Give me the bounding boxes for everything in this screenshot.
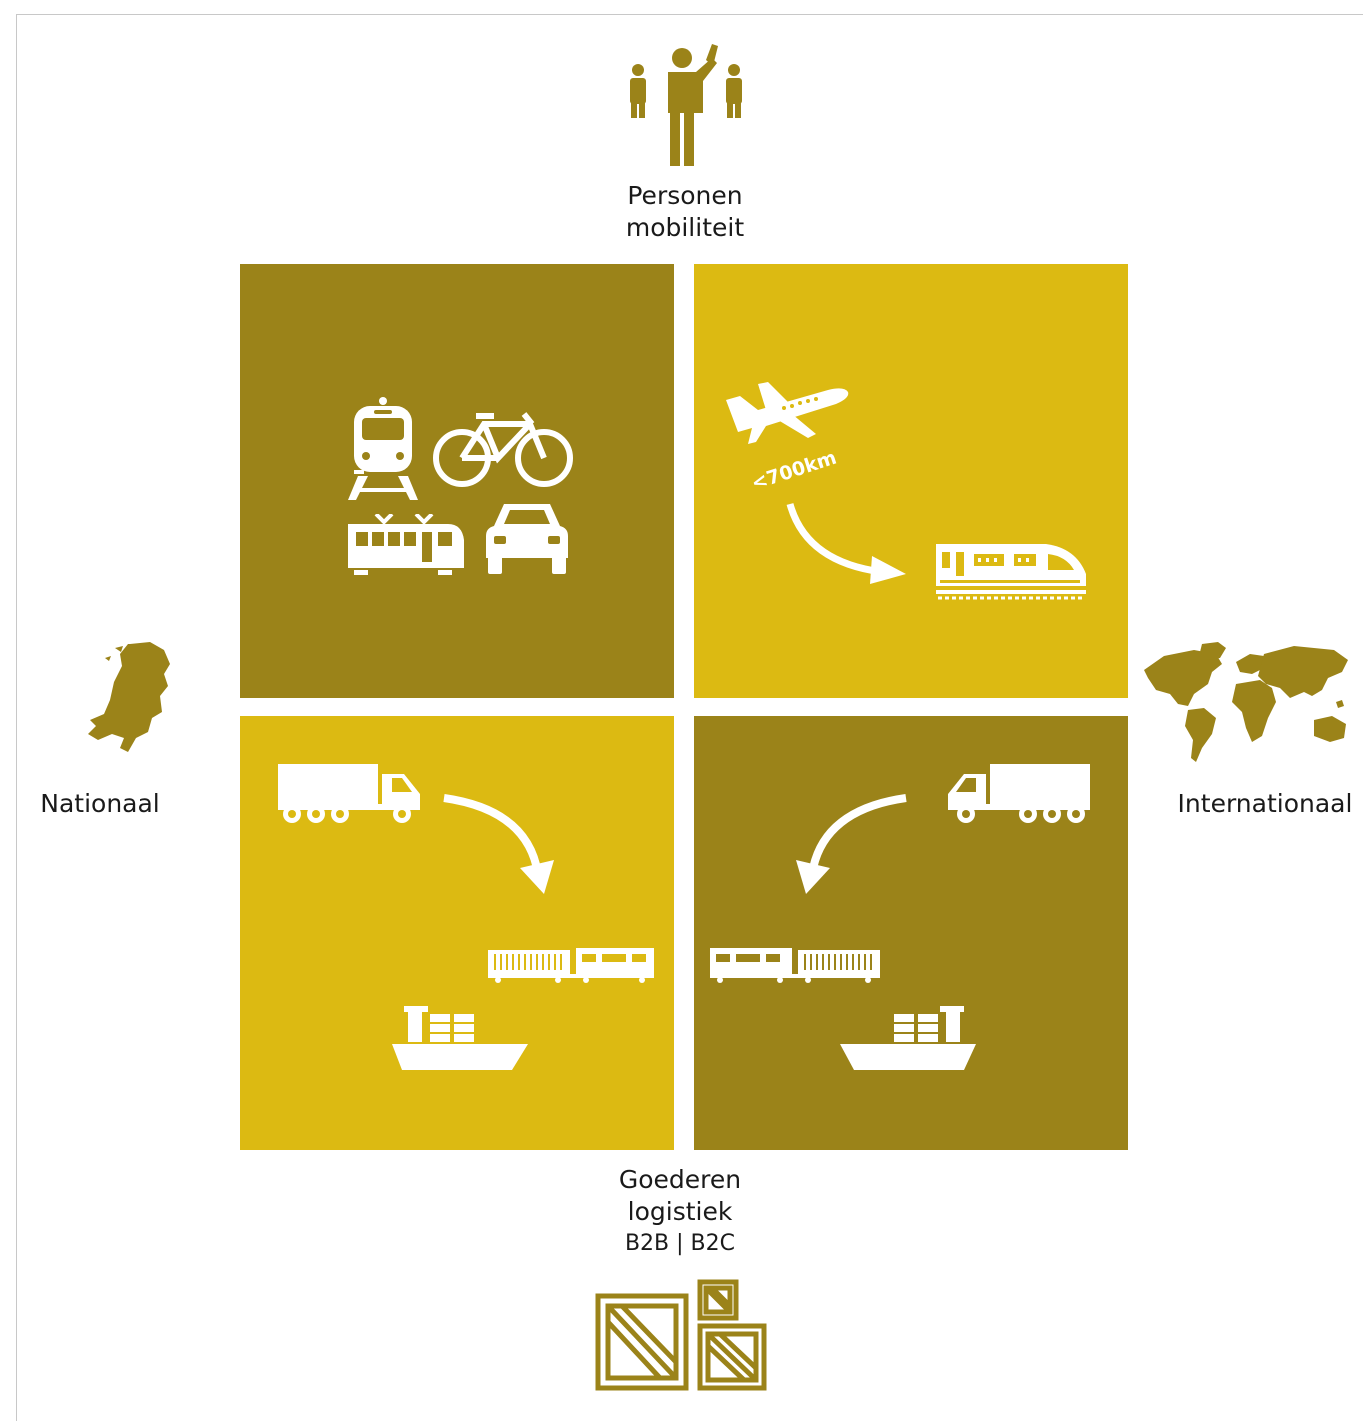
top-label-line2: mobiliteit [625,213,745,242]
quadrant-national-passenger [240,264,674,698]
truck-icon [276,762,424,824]
freight-train-icon-international [708,944,884,984]
top-label-line1: Personen [627,181,743,210]
ship-icon [390,1002,530,1072]
ship-icon-international [838,1002,978,1072]
bottom-label-line1: Goederen [618,1165,742,1194]
airplane-icon [722,382,852,444]
quadrant-international-passenger: <700km [694,264,1128,698]
distance-label: <700km [749,447,840,495]
car-icon [480,500,574,576]
quadrant-international-freight [694,716,1128,1150]
bottom-label-line2: logistiek [627,1197,733,1226]
distance-arrow: <700km [746,444,916,584]
right-label: Internationaal [1177,789,1353,818]
quadrant-national-freight [240,716,674,1150]
curved-arrow-icon-international [790,786,910,896]
world-map-icon [1140,640,1355,765]
curved-arrow-icon [440,786,560,896]
bottom-label-line3: B2B | B2C [624,1231,736,1256]
left-label: Nationaal [40,789,160,818]
tram-icon [346,514,466,576]
bottom-label: Goederen logistiek B2B | B2C [580,1164,780,1260]
truck-icon-international [944,762,1092,824]
freight-train-icon [486,944,662,984]
netherlands-map-icon [75,640,175,755]
top-label: Personen mobiliteit [585,180,785,244]
bicycle-icon [432,410,574,488]
high-speed-train-icon [934,542,1088,602]
figure-frame [16,14,1363,1421]
people-icon [624,40,750,170]
train-icon [348,396,418,500]
crates-icon [594,1278,770,1394]
